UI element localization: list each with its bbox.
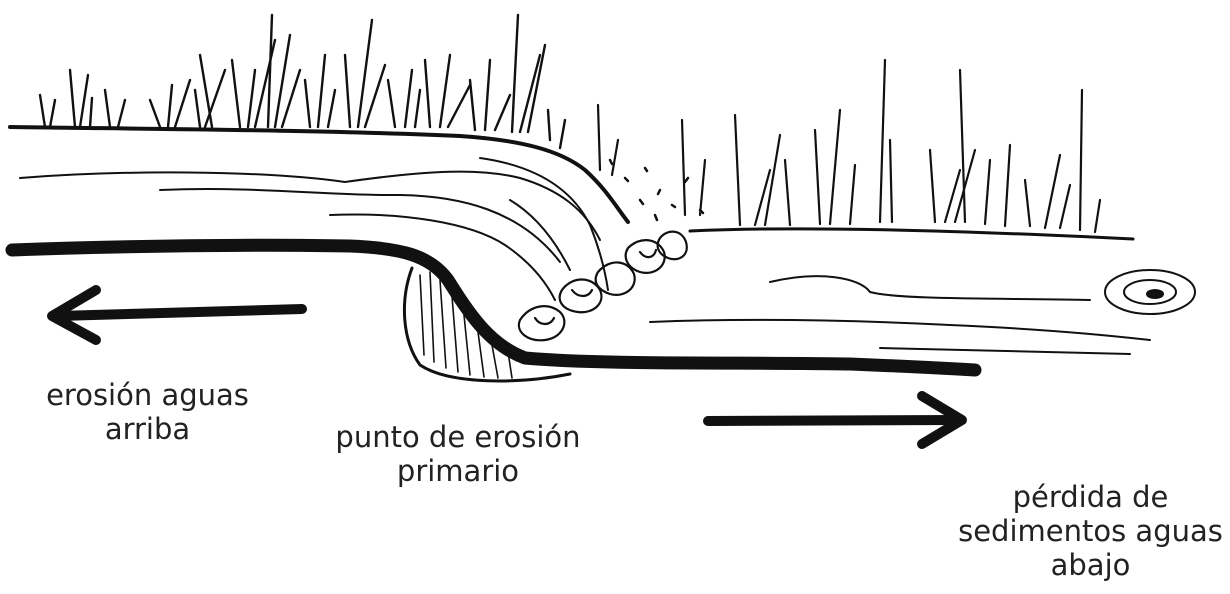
water-ripple [1105,270,1195,314]
primary-erosion-point-label-line-1: punto de erosión [318,420,598,454]
downstream-sediment-loss-label: pérdida de sedimentos aguas abajo [948,480,1230,582]
downstream-sediment-loss-label-line-2: sedimentos aguas [948,514,1230,548]
scour-pool-hatching [420,272,512,378]
upstream-erosion-label-line-1: erosión aguas [30,378,265,412]
upstream-arrow [52,290,302,340]
upstream-erosion-label-line-2: arriba [30,412,265,446]
primary-erosion-point-label-line-2: primario [318,454,598,488]
primary-erosion-point-label: punto de erosión primario [318,420,598,488]
headcut-debris [610,160,703,220]
upper-soil-strata [20,158,608,300]
downstream-arrow [708,396,962,444]
eroded-rock-chunks [519,232,687,341]
upstream-erosion-label: erosión aguas arriba [30,378,265,446]
downstream-flow-lines [650,276,1150,354]
downstream-sediment-loss-label-line-1: pérdida de [948,480,1230,514]
downstream-sediment-loss-label-line-3: abajo [948,548,1230,582]
lower-ground-line [690,229,1133,239]
